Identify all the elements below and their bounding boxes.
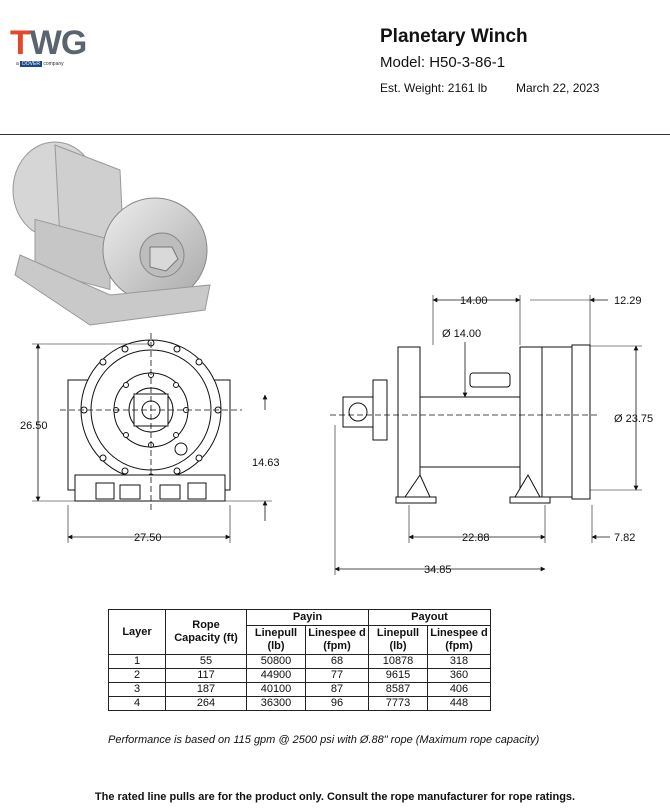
dim-width: 27.50 bbox=[134, 532, 162, 544]
col-linespeed-out: Linespee d (fpm) bbox=[427, 625, 491, 655]
table-header-row: Layer Rope Capacity (ft) Payin Payout bbox=[108, 609, 491, 655]
dim-motor-offset: 7.82 bbox=[614, 532, 635, 544]
front-view bbox=[32, 333, 272, 543]
dim-height: 26.50 bbox=[20, 420, 48, 432]
dim-top-span: 14.00 bbox=[460, 295, 488, 307]
table-row: 2 117 44900 77 9615 360 bbox=[108, 668, 491, 683]
dim-side-span: 12.29 bbox=[614, 295, 642, 307]
footer-disclaimer: The rated line pulls are for the product… bbox=[94, 791, 576, 803]
dim-center-height: 14.63 bbox=[252, 457, 280, 469]
logo-t: T bbox=[10, 24, 31, 62]
est-weight: Est. Weight: 2161 lb bbox=[380, 81, 488, 95]
col-linepull-in: Linepull (lb) bbox=[246, 625, 306, 655]
performance-table: Layer Rope Capacity (ft) Payin Payout Li… bbox=[108, 609, 491, 711]
doc-title: Planetary Winch bbox=[380, 26, 528, 47]
table-row: 4 264 36300 96 7773 448 bbox=[108, 696, 491, 711]
table-row: 1 55 50800 68 10878 318 bbox=[108, 654, 491, 669]
col-payout: Payout bbox=[368, 609, 491, 626]
table-subheader-row: Linepull (lb) Linespee d (fpm) Linepull … bbox=[109, 625, 491, 655]
dim-drum-length: 22.88 bbox=[462, 532, 490, 544]
dim-drum-dia: Ø 14.00 bbox=[442, 328, 481, 340]
dim-flange-dia: Ø 23.75 bbox=[614, 413, 653, 425]
header-divider bbox=[0, 134, 670, 135]
side-view bbox=[330, 295, 642, 575]
col-linespeed-in: Linespee d (fpm) bbox=[305, 625, 369, 655]
col-linepull-out: Linepull (lb) bbox=[368, 625, 428, 655]
col-rope-capacity: Rope Capacity (ft) bbox=[165, 609, 247, 655]
logo-wg: WG bbox=[29, 24, 88, 62]
performance-note: Performance is based on 115 gpm @ 2500 p… bbox=[108, 734, 540, 746]
col-payin: Payin bbox=[246, 609, 369, 626]
model-number: Model: H50-3-86-1 bbox=[380, 54, 506, 71]
col-layer: Layer bbox=[108, 609, 166, 655]
doc-date: March 22, 2023 bbox=[516, 81, 600, 95]
winch-drawings: 26.50 14.63 27.50 14.00 12.29 Ø 14.00 Ø … bbox=[12, 141, 653, 576]
winch-3d-render bbox=[12, 141, 211, 326]
table-row: 3 187 40100 87 8587 406 bbox=[108, 682, 491, 697]
twg-logo: TWG a DOVER company bbox=[10, 26, 100, 74]
logo-tagline: a DOVER company bbox=[16, 61, 64, 67]
dim-overall-length: 34.85 bbox=[424, 564, 452, 576]
